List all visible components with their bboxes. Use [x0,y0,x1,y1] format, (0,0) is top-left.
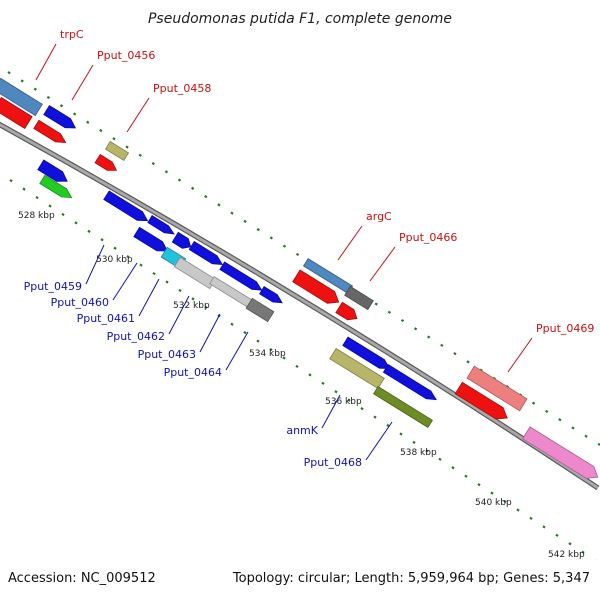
label-leader-line [199,313,221,353]
gene-label: argC [366,210,392,223]
gene-label: anmK [286,424,318,437]
label-leader-line [35,43,57,81]
scale-ticks: 528 kbp 530 kbp 532 kbp 534 kbp 536 kbp 538 k… [18,211,585,560]
gene-label: Pput_0468 [304,456,362,469]
gene-label: Pput_0466 [399,231,457,244]
scale-tick-label: 532 kbp [173,301,210,311]
gene-label: Pput_0469 [536,322,594,335]
gene-feature [104,140,130,162]
scale-tick-label: 536 kbp [325,397,362,407]
gene-label: Pput_0459 [24,280,82,293]
gene-feature [373,386,433,428]
gene-feature [466,365,528,412]
gene-label: Pput_0462 [107,330,165,343]
gene-feature [292,269,340,304]
gene-feature [454,381,508,420]
gene-label: Pput_0463 [138,348,196,361]
scale-tick-label: 538 kbp [400,448,437,458]
gene-label: Pput_0464 [164,366,222,379]
gene-feature [342,336,391,370]
gene-feature [0,77,43,117]
label-leader-line [112,262,138,301]
gene-feature [0,96,33,130]
gene-features [0,77,599,479]
gene-label: Pput_0461 [77,312,135,325]
gene-feature [33,119,67,144]
gene-feature [335,301,358,321]
map-title: Pseudomonas putida F1, complete genome [148,11,452,27]
gene-feature [103,190,149,222]
gene-feature [344,285,374,311]
topology-text: Topology: circular; Length: 5,959,964 bp… [232,571,590,586]
scale-tick-label: 530 kbp [96,255,133,265]
scale-tick-label: 528 kbp [18,211,55,221]
gene-feature [382,363,437,401]
gene-feature [188,240,224,265]
label-leader-line [321,394,341,429]
gene-feature [173,256,217,290]
label-leader-line [365,421,393,461]
label-leader-line [369,246,396,282]
gene-label: Pput_0460 [51,296,109,309]
gene-feature [522,426,599,479]
scale-tick-label: 540 kbp [475,498,512,508]
gene-feature [39,174,73,199]
gene-feature [219,261,263,291]
gene-label: trpC [60,28,84,41]
gene-feature [43,105,77,129]
gene-feature [94,153,118,171]
accession-text: Accession: NC_009512 [8,571,156,586]
genome-backbone [0,123,599,490]
label-leader-line [337,225,363,261]
gene-label: Pput_0456 [97,49,155,62]
label-leader-line [225,331,249,371]
label-leader-line [507,337,533,373]
gene-feature [147,215,175,235]
label-leader-line [71,64,94,101]
gene-feature [171,231,192,249]
scale-tick-label: 534 kbp [249,349,286,359]
label-leader-line [126,97,150,133]
label-leader-line [138,278,160,317]
gene-label: Pput_0458 [153,82,211,95]
label-leader-line [168,295,190,335]
label-leader-line [85,244,105,285]
gene-feature [259,286,283,304]
gene-feature [37,159,68,182]
scale-tick-label: 542 kbp [548,550,585,560]
gene-feature [133,226,169,252]
gene-feature [245,297,275,323]
